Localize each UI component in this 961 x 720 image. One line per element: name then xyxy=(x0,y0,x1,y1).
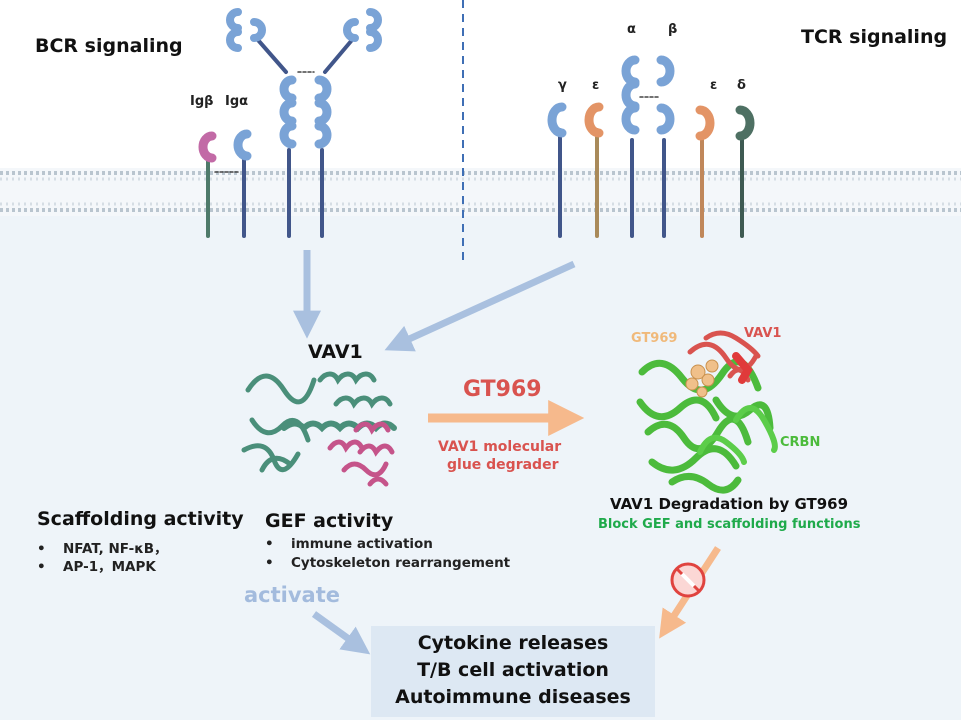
activate-arrow xyxy=(311,611,371,655)
tcr-delta-label: δ xyxy=(737,78,746,93)
complex-gt969-label: GT969 xyxy=(631,331,678,346)
scaffolding-item: AP-1，MAPK xyxy=(37,555,156,575)
tcr-epsilon-right-label: ε xyxy=(710,78,718,93)
vav1-label: VAV1 xyxy=(308,341,363,363)
tcr-epsilon-left-label: ε xyxy=(592,78,600,93)
outcome-box: Cytokine releases T/B cell activation Au… xyxy=(371,626,655,717)
block-functions-caption: Block GEF and scaffolding functions xyxy=(598,517,861,532)
tcr-beta-label: β xyxy=(668,22,678,37)
gef-item: Cytoskeleton rearrangement xyxy=(265,555,510,571)
complex-vav1-label: VAV1 xyxy=(744,326,782,341)
scaffolding-activity-title: Scaffolding activity xyxy=(37,508,244,530)
tcr-to-vav1-arrow xyxy=(384,260,576,352)
gef-item: immune activation xyxy=(265,536,433,552)
tcr-gamma-label: γ xyxy=(558,78,567,93)
cell-membrane xyxy=(0,168,961,216)
bcr-signaling-title: BCR signaling xyxy=(35,35,183,57)
activate-label: activate xyxy=(244,583,340,607)
degradation-caption: VAV1 Degradation by GT969 xyxy=(610,495,849,513)
outcome-line: Cytokine releases xyxy=(417,632,609,654)
iga-chain-label: Igα xyxy=(225,94,249,109)
complex-crbn-label: CRBN xyxy=(780,435,821,450)
gt969-drug-label: GT969 xyxy=(463,377,542,402)
igb-chain-label: Igβ xyxy=(190,94,214,109)
scaffolding-item: NFAT, NF-κB， xyxy=(37,537,168,557)
tcr-alpha-label: α xyxy=(627,22,636,37)
gt969-ligand xyxy=(685,359,719,398)
gef-activity-title: GEF activity xyxy=(265,510,394,532)
outcome-line: T/B cell activation xyxy=(417,659,609,681)
drug-description-line2: glue degrader xyxy=(447,457,559,473)
tcr-signaling-title: TCR signaling xyxy=(801,26,948,48)
outcome-line: Autoimmune diseases xyxy=(395,686,631,708)
drug-description-line1: VAV1 molecular xyxy=(438,439,562,455)
